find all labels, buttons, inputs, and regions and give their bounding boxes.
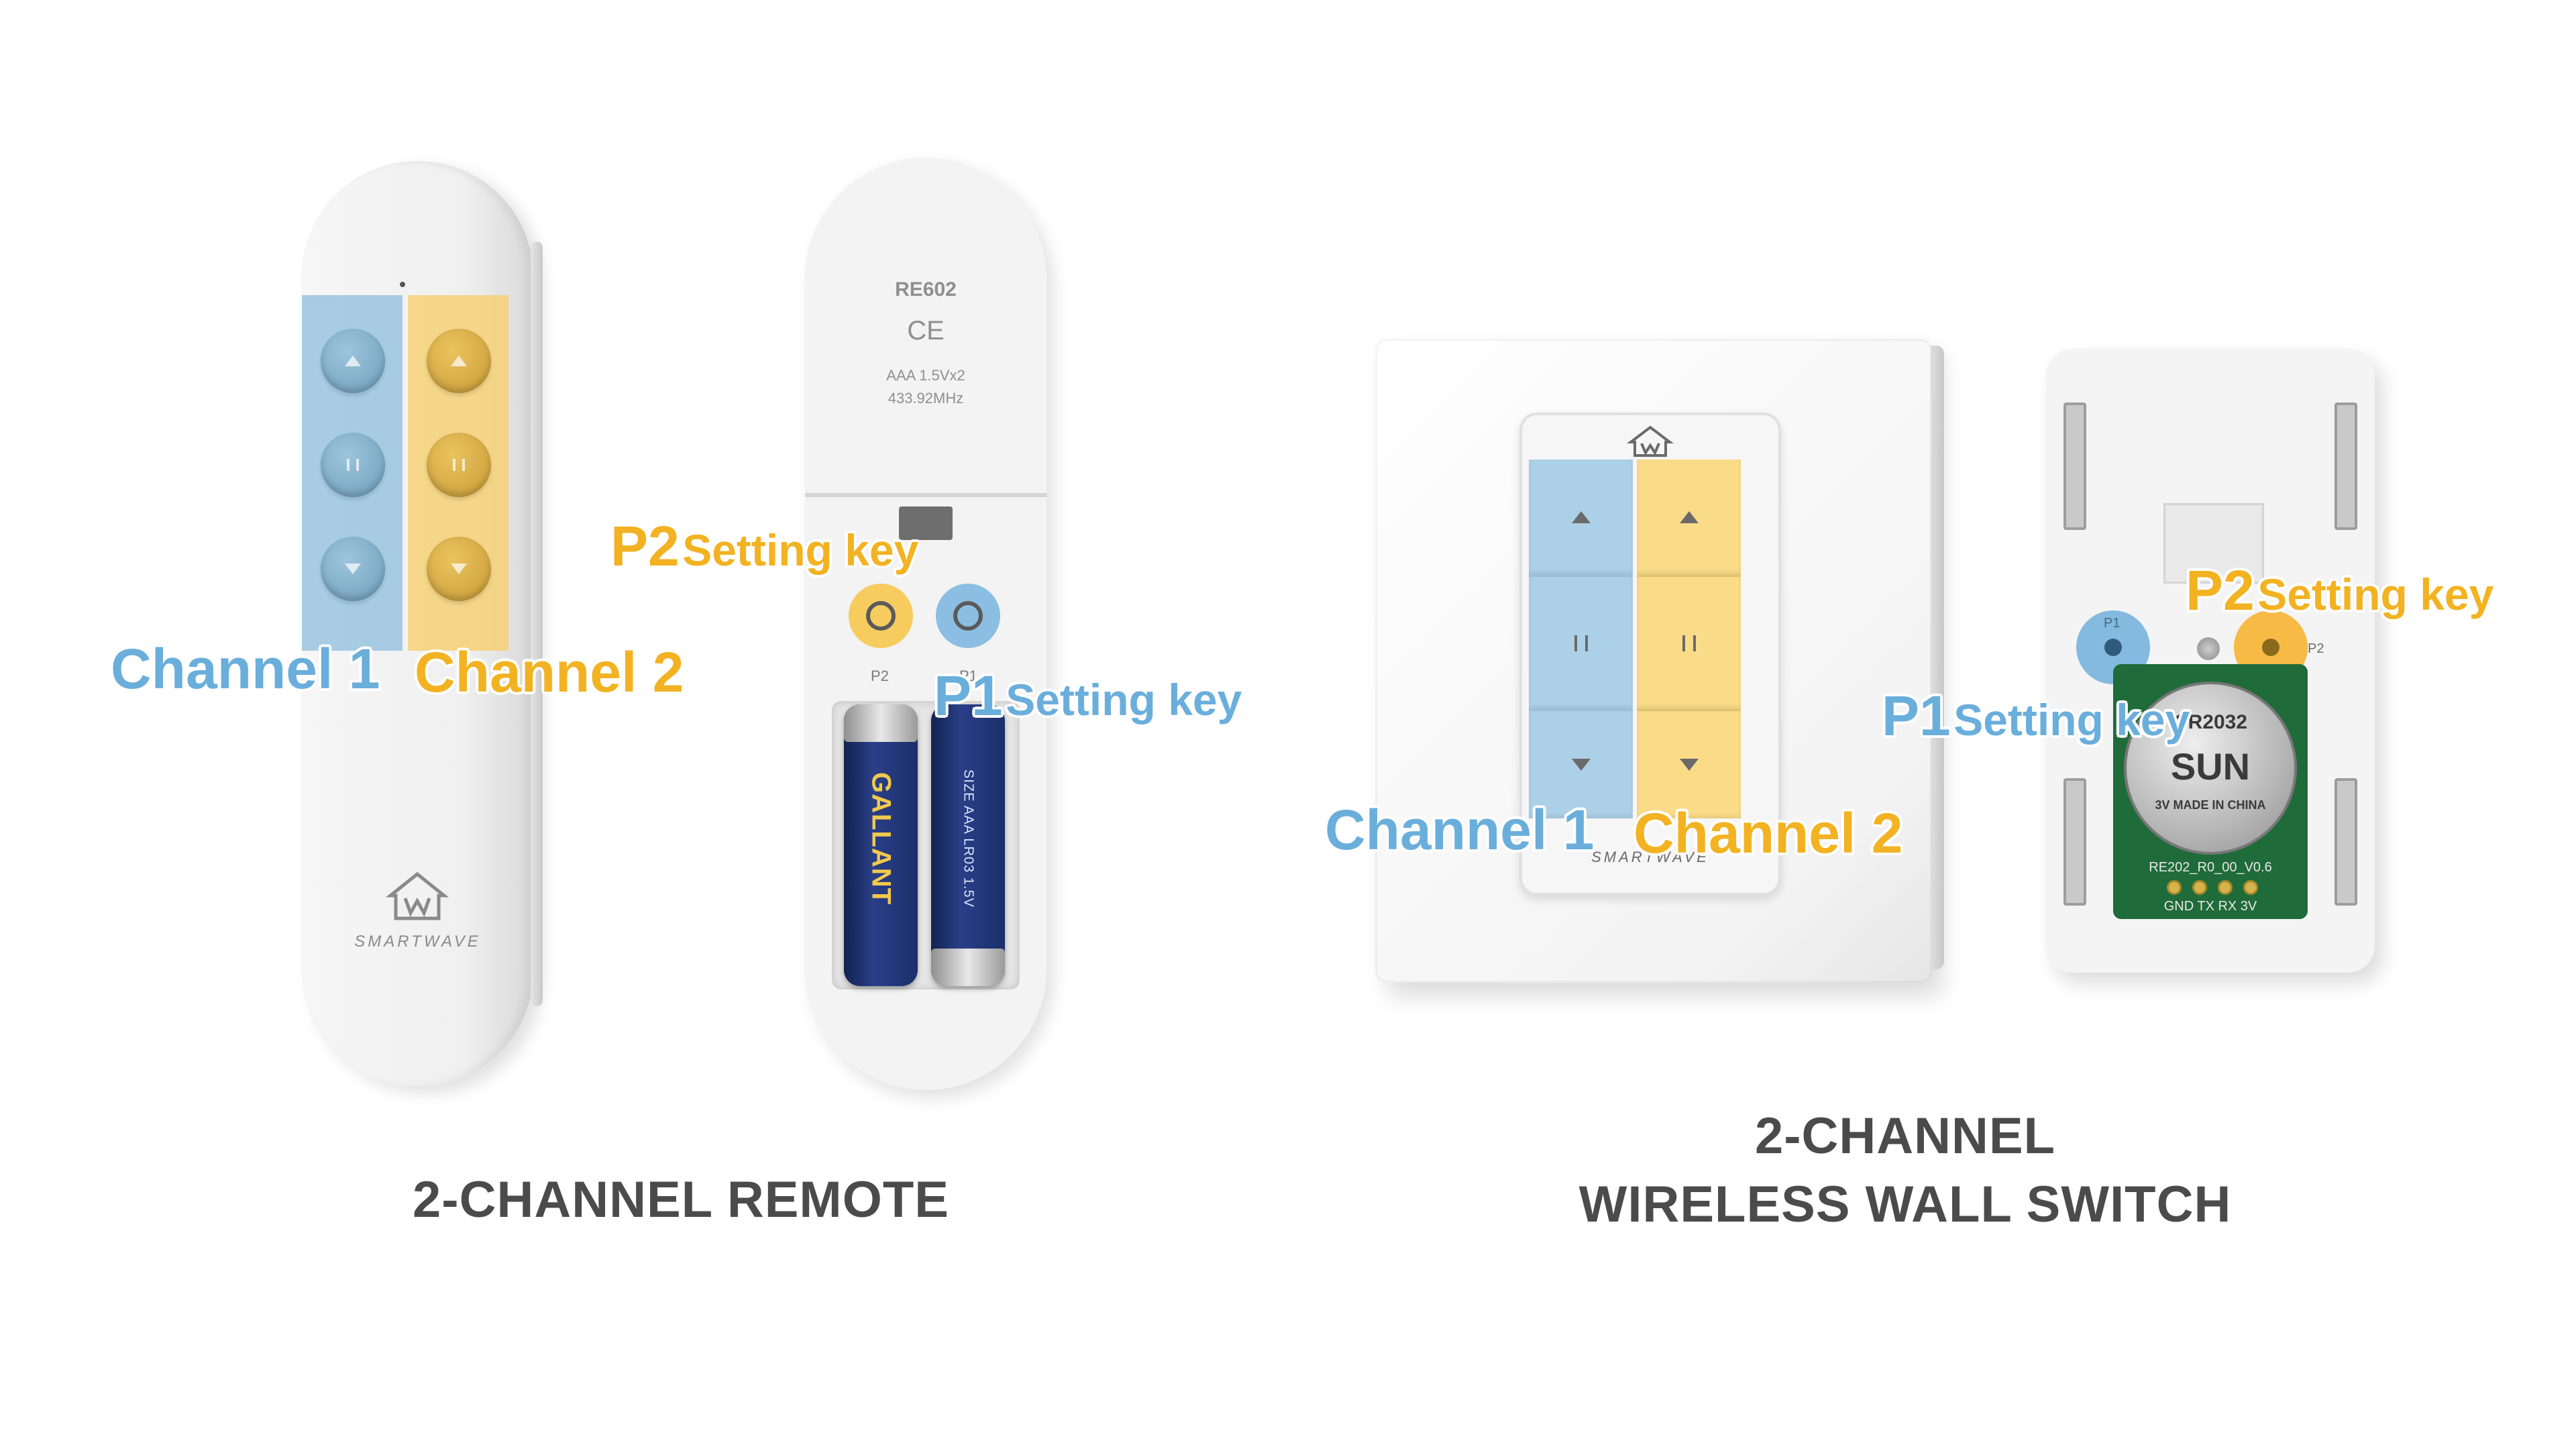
frequency-text: 433.92MHz bbox=[888, 390, 964, 407]
up-arrow-icon bbox=[1679, 511, 1699, 523]
down-arrow-icon bbox=[451, 564, 467, 574]
battery-compartment-edge bbox=[805, 493, 1046, 497]
certification-marks: CE bbox=[907, 316, 945, 345]
pause-icon bbox=[347, 459, 359, 471]
battery-cavity: GALLANT SIZE AAA LR03 1.5V bbox=[832, 701, 1020, 989]
pcb-connector bbox=[899, 506, 953, 540]
channel-2-stop-button[interactable] bbox=[427, 433, 491, 497]
pcb-pins-text: GND TX RX 3V bbox=[2163, 899, 2257, 914]
channel-1-down-rocker[interactable] bbox=[1529, 711, 1633, 818]
mounting-clip bbox=[2063, 402, 2086, 530]
down-arrow-icon bbox=[1679, 759, 1699, 771]
model-number: RE602 bbox=[895, 278, 957, 301]
wall-switch-plate: SMARTWAVE bbox=[1375, 339, 1944, 983]
channel-2-down-button[interactable] bbox=[427, 537, 491, 601]
mounting-clip bbox=[2334, 778, 2357, 906]
indicator-led bbox=[400, 282, 405, 287]
remote-front: SMARTWAVE bbox=[302, 161, 543, 1087]
up-arrow-icon bbox=[451, 356, 467, 366]
down-arrow-icon bbox=[1571, 759, 1591, 771]
remote-caption: 2-CHANNEL REMOTE bbox=[413, 1171, 949, 1228]
switch-logo-icon bbox=[1627, 425, 1674, 458]
aaa-battery-right: SIZE AAA LR03 1.5V bbox=[931, 704, 1005, 986]
coin-battery: CR2032 SUN 3V MADE IN CHINA bbox=[2127, 684, 2294, 852]
p1-mark: P1 bbox=[959, 667, 977, 684]
switch-channel-1-label: Channel 1 bbox=[1325, 798, 1595, 861]
aaa-battery-left: GALLANT bbox=[844, 704, 918, 986]
remote-channel-1-label: Channel 1 bbox=[111, 637, 380, 700]
remote-channel-2-label: Channel 2 bbox=[415, 641, 684, 704]
battery-spec: AAA 1.5Vx2 bbox=[886, 367, 965, 384]
up-arrow-icon bbox=[345, 356, 361, 366]
switch-p2-setting-key-label: P2 Setting key bbox=[2186, 559, 2494, 622]
switch-p1-setting-key-label: P1 Setting key bbox=[1882, 684, 2190, 747]
channel-2-stop-rocker[interactable] bbox=[1637, 577, 1741, 711]
remote-back: RE602 CE AAA 1.5Vx2 433.92MHz P2 P1 GALL… bbox=[805, 158, 1046, 1090]
channel-2-down-rocker[interactable] bbox=[1637, 711, 1741, 818]
pause-icon bbox=[1574, 635, 1588, 651]
channel-1-up-rocker[interactable] bbox=[1529, 460, 1633, 577]
wall-switch-back: P1 P2 CR2032 SUN 3V MADE IN CHINA RE202_… bbox=[2046, 349, 2375, 973]
p1-setting-key[interactable] bbox=[953, 601, 983, 631]
switch-p1-mark: P1 bbox=[2104, 616, 2121, 631]
remote-p2-setting-key-label: P2 Setting key bbox=[610, 515, 919, 578]
remote-brand-text: SMARTWAVE bbox=[354, 932, 481, 951]
channel-2-up-rocker[interactable] bbox=[1637, 460, 1741, 577]
channel-1-stop-rocker[interactable] bbox=[1529, 577, 1633, 711]
connector-housing bbox=[2163, 503, 2264, 584]
p2-mark: P2 bbox=[871, 667, 889, 684]
pause-icon bbox=[453, 459, 465, 471]
switch-p2-mark: P2 bbox=[2308, 641, 2324, 656]
pcb-board: CR2032 SUN 3V MADE IN CHINA RE202_R0_00_… bbox=[2113, 664, 2308, 919]
switch-p1-setting-key[interactable] bbox=[2104, 639, 2122, 656]
mounting-clip bbox=[2063, 778, 2086, 906]
switch-frame: SMARTWAVE bbox=[1519, 413, 1781, 896]
channel-1-down-button[interactable] bbox=[321, 537, 385, 601]
pcb-model-text: RE202_R0_00_V0.6 bbox=[2149, 860, 2272, 875]
channel-2-up-button[interactable] bbox=[427, 329, 491, 393]
switch-caption-line-1: 2-CHANNEL bbox=[1754, 1108, 2056, 1165]
channel-1-up-button[interactable] bbox=[321, 329, 385, 393]
mounting-clip bbox=[2334, 402, 2357, 530]
switch-p2-setting-key[interactable] bbox=[2262, 639, 2279, 656]
up-arrow-icon bbox=[1571, 511, 1591, 523]
screw-icon bbox=[2197, 637, 2220, 660]
remote-p1-setting-key-label: P1 Setting key bbox=[934, 664, 1242, 727]
switch-brand-text: SMARTWAVE bbox=[1591, 849, 1709, 865]
switch-caption-line-2: WIRELESS WALL SWITCH bbox=[1578, 1176, 2232, 1233]
channel-1-stop-button[interactable] bbox=[321, 433, 385, 497]
pause-icon bbox=[1682, 635, 1696, 651]
remote-side-edge bbox=[531, 241, 543, 1006]
switch-channel-2-label: Channel 2 bbox=[1633, 802, 1903, 865]
brand-logo-icon bbox=[384, 869, 451, 922]
down-arrow-icon bbox=[345, 564, 361, 574]
p2-setting-key[interactable] bbox=[866, 601, 896, 631]
